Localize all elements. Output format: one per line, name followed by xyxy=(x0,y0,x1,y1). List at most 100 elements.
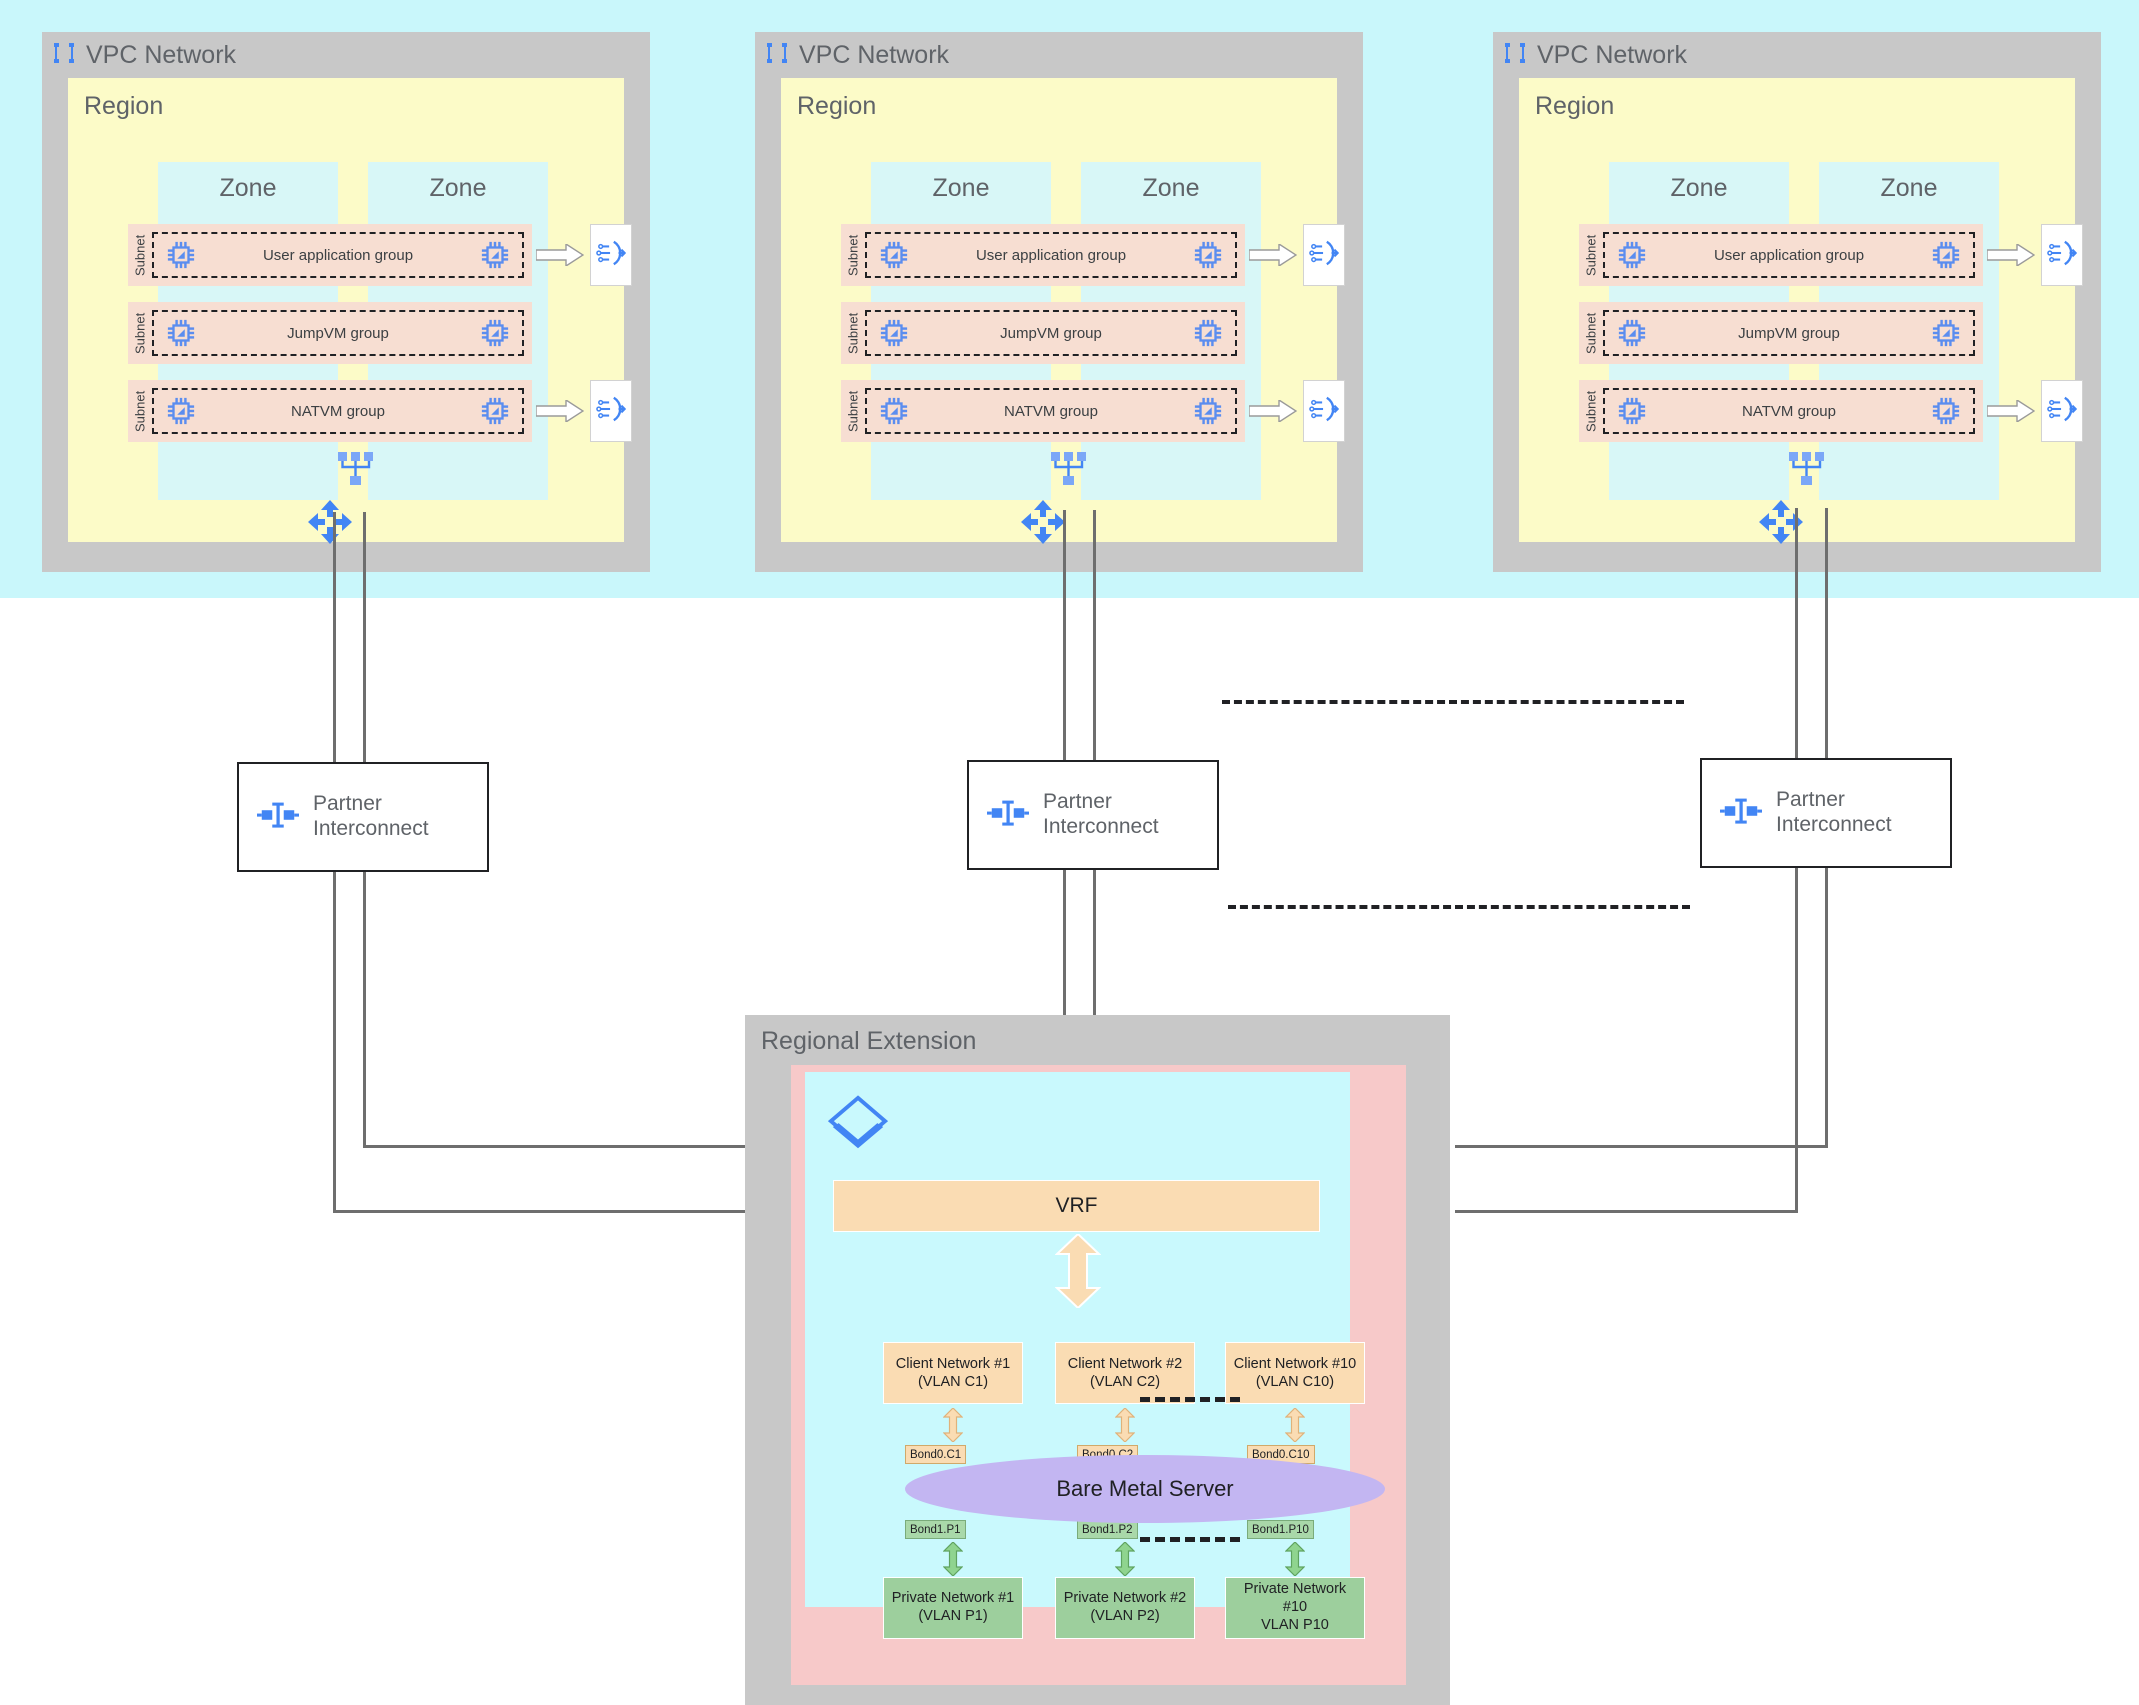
vpc-network-header: VPC Network xyxy=(42,32,650,78)
private-network-2[interactable]: Private Network #2(VLAN P2) xyxy=(1055,1577,1195,1639)
vm-chip-icon xyxy=(879,240,909,270)
region-label: Region xyxy=(84,92,164,120)
instance-group-3[interactable]: NATVM group xyxy=(1603,388,1975,434)
instance-group-label: NATVM group xyxy=(291,402,385,420)
private-network-arrow-2 xyxy=(1114,1541,1136,1577)
client-network-name: Client Network #2 xyxy=(1067,1355,1183,1372)
cloud-nat-gateway[interactable] xyxy=(590,224,632,286)
bare-metal-server-label: Bare Metal Server xyxy=(1056,1476,1234,1501)
network-hub-icon xyxy=(1787,452,1827,486)
instance-group-2[interactable]: JumpVM group xyxy=(1603,310,1975,356)
client-network-2[interactable]: Client Network #2(VLAN C2) xyxy=(1055,1342,1195,1404)
instance-group-1[interactable]: User application group xyxy=(1603,232,1975,278)
vm-chip-icon xyxy=(1193,240,1223,270)
layers-icon xyxy=(827,1094,889,1156)
nat-flow-arrow xyxy=(1986,242,2036,268)
bare-metal-server[interactable]: Bare Metal Server xyxy=(905,1455,1385,1523)
nat-flow-arrow xyxy=(1248,398,1298,424)
subnet-label: Subnet xyxy=(132,312,148,354)
cloud-nat-icon xyxy=(1309,238,1340,273)
continuation-dash-bottom xyxy=(1228,905,1690,909)
private-network-ellipsis xyxy=(1140,1537,1240,1542)
cloud-nat-gateway[interactable] xyxy=(590,380,632,442)
cloud-router-icon xyxy=(1020,499,1066,545)
vm-chip-icon xyxy=(480,240,510,270)
instance-group-2[interactable]: JumpVM group xyxy=(865,310,1237,356)
private-network-1[interactable]: Private Network #1(VLAN P1) xyxy=(883,1577,1023,1639)
zone-label: Zone xyxy=(1670,174,1728,202)
pi1-run-a xyxy=(333,1210,843,1213)
cloud-nat-gateway[interactable] xyxy=(1303,224,1345,286)
pi1-run-b xyxy=(363,1145,833,1148)
region-label: Region xyxy=(797,92,877,120)
vpc1-to-pi-line-a xyxy=(333,512,336,762)
vm-chip-icon xyxy=(1931,396,1961,426)
vpc1-to-pi-line-b xyxy=(363,512,366,762)
vm-chip-icon xyxy=(1931,240,1961,270)
subnet-row-1: Subnet User application group xyxy=(1579,224,1983,286)
nat-flow-arrow xyxy=(1248,242,1298,268)
continuation-dash-top xyxy=(1222,700,1684,704)
pi3-run-b xyxy=(1455,1145,1828,1148)
cloud-nat-gateway[interactable] xyxy=(2041,224,2083,286)
instance-group-label: NATVM group xyxy=(1004,402,1098,420)
cloud-nat-gateway[interactable] xyxy=(1303,380,1345,442)
client-network-3[interactable]: Client Network #10(VLAN C10) xyxy=(1225,1342,1365,1404)
subnet-label: Subnet xyxy=(132,390,148,432)
vpc-network-title: VPC Network xyxy=(1537,40,1688,69)
pi1-drop-b xyxy=(363,872,366,1147)
instance-group-1[interactable]: User application group xyxy=(152,232,524,278)
instance-group-label: JumpVM group xyxy=(287,324,389,342)
partner-interconnect-icon xyxy=(257,798,299,837)
instance-group-label: User application group xyxy=(262,246,414,264)
nat-flow-arrow xyxy=(535,398,585,424)
vpc-network-title: VPC Network xyxy=(86,40,237,69)
vrf-box[interactable]: VRF xyxy=(833,1180,1320,1232)
region-label: Region xyxy=(1535,92,1615,120)
vm-chip-icon xyxy=(1193,396,1223,426)
instance-group-label: JumpVM group xyxy=(1000,324,1102,342)
instance-group-1[interactable]: User application group xyxy=(865,232,1237,278)
instance-group-3[interactable]: NATVM group xyxy=(152,388,524,434)
cloud-nat-icon xyxy=(596,238,627,273)
client-bond-label-1: Bond0.C1 xyxy=(905,1445,967,1464)
client-network-1[interactable]: Client Network #1(VLAN C1) xyxy=(883,1342,1023,1404)
pi3-drop-b xyxy=(1825,868,1828,1145)
cloud-nat-gateway[interactable] xyxy=(2041,380,2083,442)
client-network-ellipsis xyxy=(1140,1397,1240,1402)
network-hub-icon xyxy=(336,452,376,486)
cloud-nat-icon xyxy=(2047,394,2078,429)
cloud-router-icon xyxy=(1758,499,1804,545)
private-bond-label-3: Bond1.P10 xyxy=(1247,1520,1314,1539)
subnet-label: Subnet xyxy=(1583,234,1599,276)
instance-group-3[interactable]: NATVM group xyxy=(865,388,1237,434)
pi2-drop-b xyxy=(1093,870,1096,1123)
vm-chip-icon xyxy=(480,318,510,348)
instance-group-label: User application group xyxy=(1713,246,1865,264)
vpc3-to-pi-line-a xyxy=(1795,508,1798,758)
nat-flow-arrow xyxy=(535,242,585,268)
vpc2-to-pi-line-b xyxy=(1093,510,1096,760)
instance-group-2[interactable]: JumpVM group xyxy=(152,310,524,356)
pi3-run-a xyxy=(1455,1210,1798,1213)
subnet-row-2: Subnet JumpVM group xyxy=(128,302,532,364)
client-network-arrow-3 xyxy=(1284,1407,1306,1443)
zone-label: Zone xyxy=(219,174,277,202)
client-network-name: Client Network #10 xyxy=(1233,1355,1357,1372)
vrf-bidirectional-arrow xyxy=(1054,1232,1102,1310)
vpc-network-header: VPC Network xyxy=(1493,32,2101,78)
vpc-network-header: VPC Network xyxy=(755,32,1363,78)
vm-chip-icon xyxy=(1193,318,1223,348)
